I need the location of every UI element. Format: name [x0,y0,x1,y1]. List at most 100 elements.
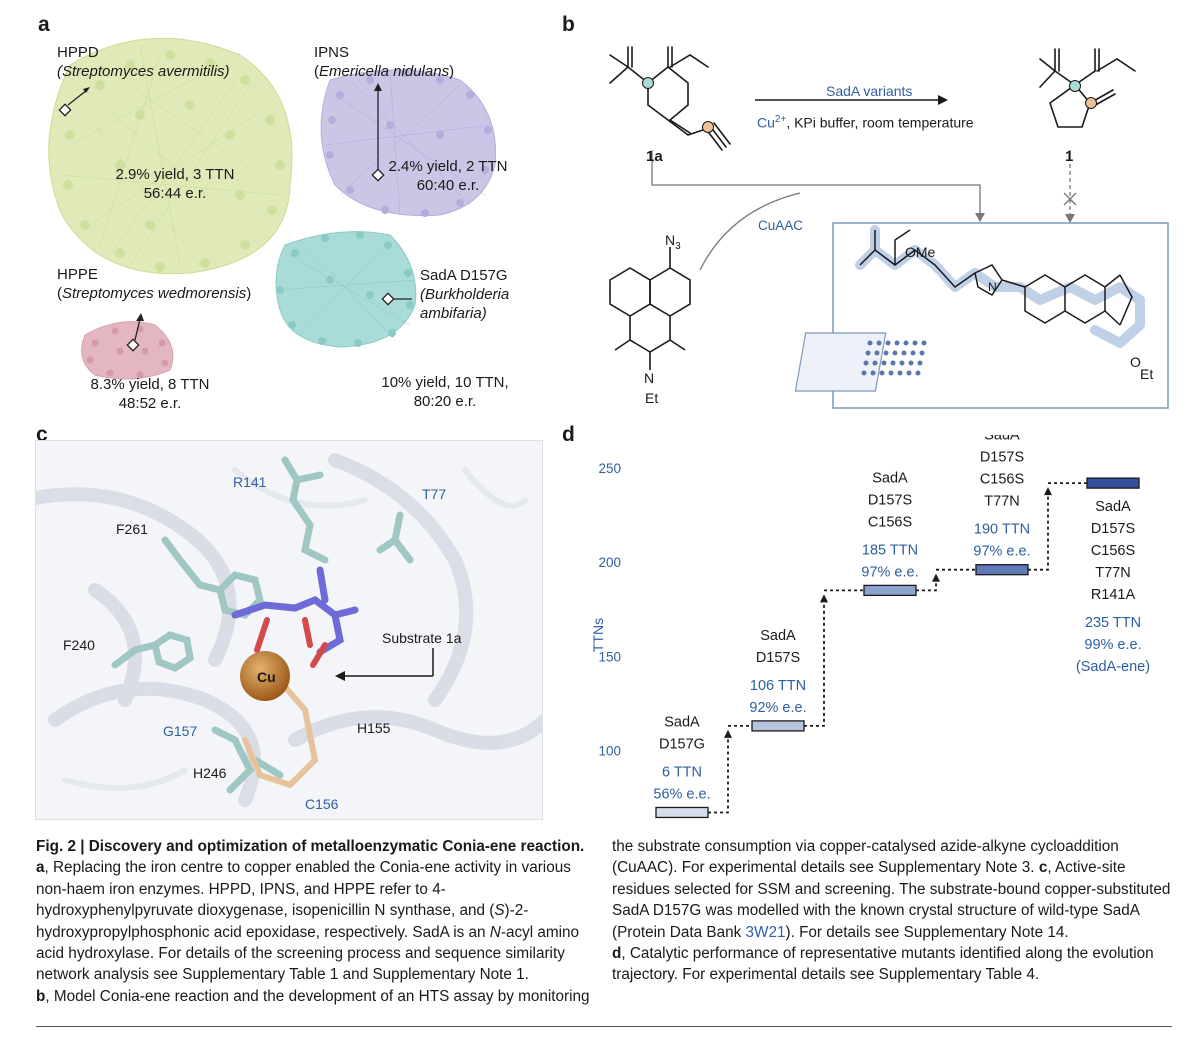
caption-b-text-continued: the substrate consumption via copper-cat… [612,838,1119,877]
step-5-ttn: 235 TTN [1085,615,1141,631]
hppd-result: 2.9% yield, 3 TTN 56:44 e.r. [90,165,260,203]
y-tick-100: 100 [598,743,621,758]
step-5-ee: 99% e.e. [1084,637,1141,653]
y-tick-200: 200 [598,555,621,570]
ipns-org-close: ) [449,63,455,80]
step-4-variant-3: T77N [984,494,1019,510]
step-2-variant-1: D157S [756,650,800,666]
caption-c-text2: ). For details see Supplementary Note 14… [785,923,1069,941]
step-3-variant-2: C156S [868,514,912,530]
ipns-organism: (Emericella nidulans) [314,62,454,81]
caption-c-text: , Active-site residues selected for SSM … [612,859,1171,941]
step-3-ttn: 185 TTN [862,542,918,558]
caption-d-label: d [612,945,622,963]
reaction-scheme [609,46,1169,409]
panel-letter-b: b [562,13,575,36]
panel-letter-a: a [38,13,50,36]
step-4-variant-1: D157S [980,450,1024,466]
sada-name: SadA D157G [420,267,508,284]
caption-pdb-link[interactable]: 3W21 [745,923,786,941]
step-5-variant-3: T77N [1095,565,1130,581]
reaction-conditions: Cu2+, KPi buffer, room temperature [757,114,974,131]
step-connector-2 [804,602,825,727]
residue-h246: H246 [193,765,227,781]
hppd-er: 56:44 e.r. [143,185,207,202]
ssn-cluster-graphic [48,37,497,380]
cu-label: Cu [257,669,276,685]
caption-right: the substrate consumption via copper-cat… [612,836,1172,986]
well-plate-icon [794,332,927,392]
residue-t77: T77 [422,486,447,502]
caption-a-s: S [494,902,505,920]
residue-f261: F261 [116,521,148,537]
step-bar-3 [863,584,917,597]
azide-label: N3 [665,232,681,252]
residue-g157: G157 [163,723,198,739]
hppe-org-open: ( [57,285,62,302]
step-2-ttn: 106 TTN [750,678,806,694]
conditions-cu: Cu [757,114,775,131]
step-4-ttn: 190 TTN [974,522,1030,538]
hppe-org-italic: Streptomyces wedmorensis [62,285,247,302]
sada-yield: 10% yield, 10 TTN, [381,374,509,391]
bottom-rule [36,1026,1172,1027]
ipns-result: 2.4% yield, 2 TTN 60:40 e.r. [383,157,513,195]
step-4-ee: 97% e.e. [973,544,1030,560]
sada-organism-1: (Burkholderia [420,286,510,303]
caption-a-text: , Replacing the iron centre to copper en… [36,859,571,920]
azide-sub: 3 [675,240,681,252]
hppe-yield: 8.3% yield, 8 TTN [90,376,210,393]
caption-b-text: , Model Conia-ene reaction and the devel… [45,987,590,1005]
hppd-organism: (Streptomyces avermitilis) [57,63,230,80]
cuaac-label: CuAAC [758,218,804,233]
product-et-label: Et [1140,366,1154,382]
hppe-cluster [81,313,174,380]
caption-a-label: a [36,859,45,877]
step-1-ee: 56% e.e. [653,786,710,802]
step-4-variant-0: SadA [984,435,1020,444]
step-bar-1 [655,806,709,819]
step-connector-1 [708,737,729,814]
compound-1a-label: 1a [646,148,663,165]
ipns-org-italic: Emericella nidulans [319,63,450,80]
caption-b-label: b [36,987,46,1005]
hppe-result: 8.3% yield, 8 TTN 48:52 e.r. [70,375,230,413]
step-5-variant-0: SadA [1095,499,1131,515]
imide-et-label: Et [645,390,659,406]
product-n-label: O [1130,354,1141,370]
step-arrow-1 [724,729,732,738]
caption-a-n: N [489,923,501,941]
azide-n: N [665,232,676,248]
conditions-sup: 2+ [774,114,787,125]
sada-cluster [275,231,417,348]
ipns-er: 60:40 e.r. [416,177,480,194]
step-3-variant-1: D157S [868,492,912,508]
triazole-n-label: N [988,280,997,294]
step-connector-4 [1028,495,1049,571]
caption-title: Fig. 2 | Discovery and optimization of m… [36,838,585,855]
caption-c-label: c [1038,859,1048,877]
step-5-variant-4: R141A [1091,587,1136,603]
sada-result: 10% yield, 10 TTN, 80:20 e.r. [360,373,530,411]
conditions-rest: , KPi buffer, room temperature [786,114,974,131]
step-bar-2 [751,720,805,732]
hppe-org-close: ) [246,285,252,302]
step-bar-4 [975,564,1029,576]
caption-left: Fig. 2 | Discovery and optimization of m… [36,836,596,1007]
caption-a-text3: -acyl amino acid hydroxylase. For detail… [36,923,580,984]
residue-c156: C156 [305,796,339,812]
y-tick-250: 250 [598,461,621,476]
step-1-variant-0: SadA [664,714,700,730]
residue-h155: H155 [357,720,391,736]
step-arrow-2 [820,594,828,603]
y-axis-title: TTNs [590,618,606,652]
ome-label: OMe [905,244,936,260]
hppd-cluster [48,37,293,275]
y-tick-150: 150 [598,649,621,664]
step-5-extra: (SadA-ene) [1076,659,1150,675]
step-5-variant-2: C156S [1091,543,1135,559]
step-1-variant-1: D157G [659,736,705,752]
residue-f240: F240 [63,637,95,653]
step-1-ttn: 6 TTN [662,764,702,780]
